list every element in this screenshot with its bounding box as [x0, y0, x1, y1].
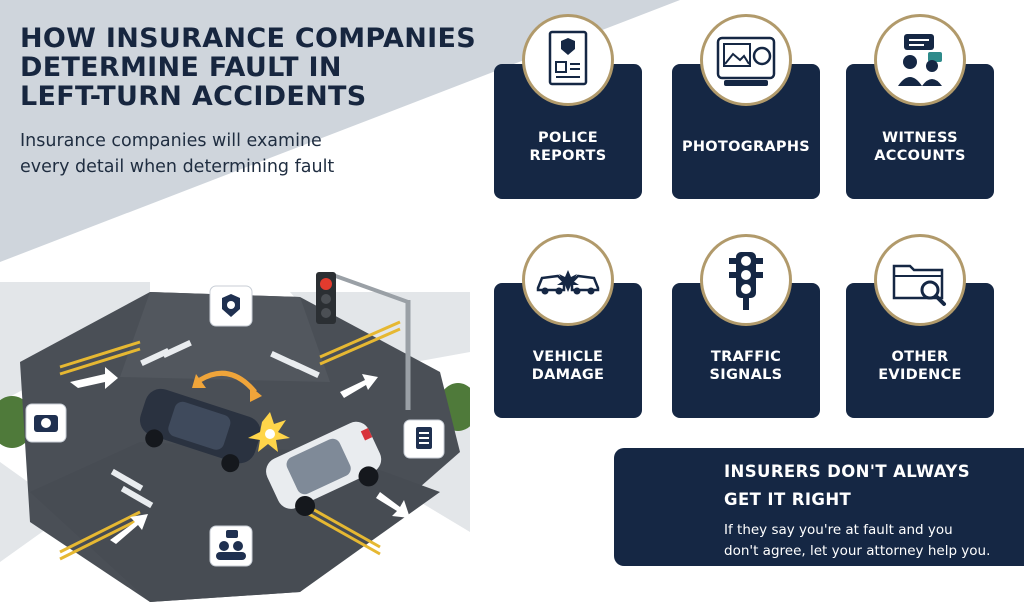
- people-chat-icon: [209, 525, 253, 567]
- camera-icon: [716, 36, 776, 86]
- evidence-card-photographs: PHOTOGRAPHS: [672, 64, 820, 199]
- callout-title: INSURERS DON'T ALWAYS GET IT RIGHT: [724, 458, 1024, 514]
- traffic-light-icon: [729, 252, 763, 310]
- callout-text: If they say you're at fault and you don'…: [724, 520, 1024, 562]
- card-label: WITNESS ACCOUNTS: [874, 129, 965, 165]
- page-title: HOW INSURANCE COMPANIES DETERMINE FAULT …: [20, 24, 480, 111]
- title-line: DETERMINE FAULT IN: [20, 52, 342, 83]
- callout-title-line: GET IT RIGHT: [724, 490, 852, 509]
- card-label-line: REPORTS: [529, 147, 607, 164]
- police-badge-icon: [209, 285, 253, 327]
- card-label: OTHER EVIDENCE: [878, 348, 962, 384]
- card-label-line: PHOTOGRAPHS: [681, 138, 811, 155]
- card-label: POLICE REPORTS: [530, 129, 607, 165]
- card-label-line: WITNESS: [882, 129, 958, 146]
- card-label-line: SIGNALS: [709, 366, 783, 383]
- other-evidence-badge: [874, 234, 966, 326]
- card-label-line: VEHICLE: [532, 348, 604, 365]
- card-label-line: DAMAGE: [531, 366, 605, 383]
- evidence-card-vehicle-damage: VEHICLE DAMAGE: [494, 283, 642, 418]
- traffic-signals-badge: [700, 234, 792, 326]
- card-label-line: OTHER: [891, 348, 949, 365]
- subtitle-line: every detail when determining fault: [20, 157, 335, 177]
- folder-search-icon: [892, 264, 946, 306]
- card-label-line: ACCOUNTS: [874, 147, 966, 164]
- vehicle-damage-badge: [522, 234, 614, 326]
- card-label-line: EVIDENCE: [878, 366, 962, 383]
- police-report-icon: [548, 30, 588, 86]
- callout-title-line: INSURERS DON'T ALWAYS: [724, 462, 971, 481]
- callout-text-line: don't agree, let your attorney help you.: [724, 543, 991, 559]
- card-label: TRAFFIC SIGNALS: [710, 348, 783, 384]
- card-label: VEHICLE DAMAGE: [532, 348, 605, 384]
- card-label-line: POLICE: [538, 129, 598, 146]
- car-collision-icon: [536, 270, 600, 295]
- title-line: HOW INSURANCE COMPANIES: [20, 23, 476, 54]
- witness-badge: [874, 14, 966, 106]
- callout-text-line: If they say you're at fault and you: [724, 522, 953, 538]
- document-icon: [403, 419, 445, 459]
- camera-icon: [25, 403, 67, 443]
- page-subtitle: Insurance companies will examine every d…: [20, 128, 380, 180]
- intersection-illustration: [0, 272, 470, 602]
- card-label-line: TRAFFIC: [710, 348, 782, 365]
- title-line: LEFT-TURN ACCIDENTS: [20, 81, 367, 112]
- police-report-badge: [522, 14, 614, 106]
- subtitle-line: Insurance companies will examine: [20, 131, 322, 151]
- witness-icon: [898, 34, 942, 86]
- callout-box: INSURERS DON'T ALWAYS GET IT RIGHT If th…: [614, 448, 1024, 566]
- photographs-badge: [700, 14, 792, 106]
- card-label: PHOTOGRAPHS: [682, 138, 810, 156]
